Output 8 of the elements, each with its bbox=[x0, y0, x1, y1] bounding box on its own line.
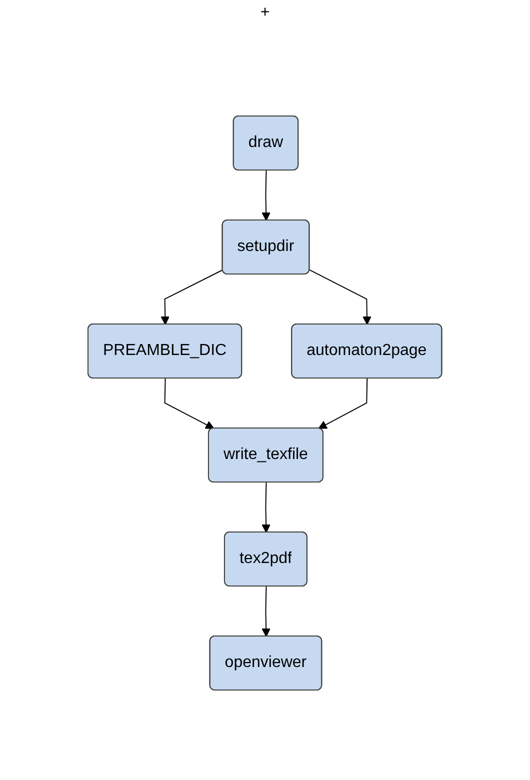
arrow bbox=[160, 269, 224, 325]
arrow bbox=[309, 269, 372, 325]
arrow bbox=[262, 170, 271, 221]
arrow bbox=[164, 378, 214, 429]
arrow bbox=[262, 482, 271, 533]
arrow bbox=[318, 378, 368, 429]
arrow bbox=[262, 586, 271, 637]
plus-sign: + bbox=[260, 4, 270, 21]
